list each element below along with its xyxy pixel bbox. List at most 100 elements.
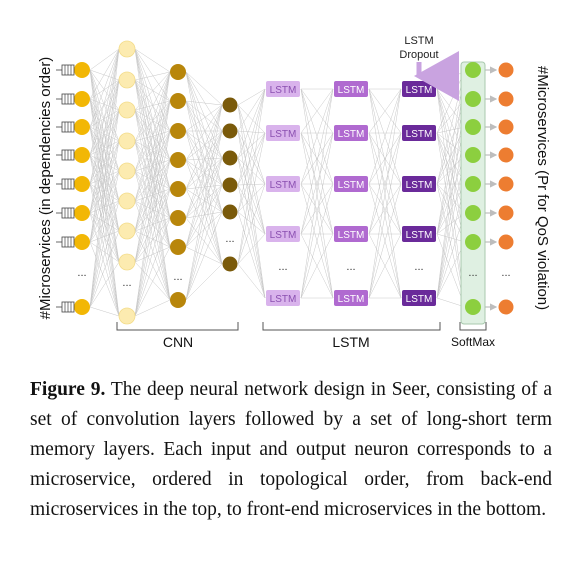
lstm-cell: LSTM <box>402 226 436 242</box>
softmax-node <box>465 176 481 192</box>
edge <box>368 132 402 299</box>
edge <box>89 170 120 243</box>
edge <box>134 71 171 172</box>
ellipsis-lstm-3: ... <box>414 261 423 273</box>
edge <box>134 159 171 263</box>
edge <box>89 69 120 172</box>
lstm-cell-label: LSTM <box>406 294 433 305</box>
edge <box>89 241 120 263</box>
edge <box>89 98 120 172</box>
edge <box>134 48 171 161</box>
edge <box>89 98 120 142</box>
ellipsis-softmax: ... <box>468 267 477 279</box>
edge <box>134 71 171 111</box>
edge <box>368 233 402 299</box>
edge <box>300 132 334 235</box>
edge <box>134 71 171 317</box>
edge <box>300 233 334 299</box>
edge <box>185 71 223 186</box>
edge <box>185 188 223 265</box>
edge <box>237 263 266 299</box>
lstm-cell-label: LSTM <box>338 129 365 140</box>
edge <box>89 140 120 308</box>
softmax-group-label: SoftMax <box>451 335 495 349</box>
edge <box>89 241 120 317</box>
edge <box>134 170 171 301</box>
lstm-cell: LSTM <box>334 176 368 192</box>
edge <box>185 159 223 265</box>
connector-icon <box>56 149 75 161</box>
ellipsis-input: ... <box>77 267 86 279</box>
edge <box>436 154 466 235</box>
edge <box>237 88 266 265</box>
edge <box>436 297 466 308</box>
edge <box>436 212 466 235</box>
edge <box>300 183 334 235</box>
edge <box>89 140 120 185</box>
edge <box>436 241 466 299</box>
lstm-cell: LSTM <box>334 125 368 141</box>
edge <box>89 140 120 243</box>
edge <box>300 88 334 134</box>
edge <box>300 132 334 185</box>
edge <box>436 183 466 299</box>
connector-icon <box>56 301 75 313</box>
edge <box>436 183 466 235</box>
edge <box>89 126 120 142</box>
edge <box>300 88 334 235</box>
edge <box>237 132 266 265</box>
edge <box>436 154 466 299</box>
edge <box>436 212 466 299</box>
lstm-cell-label: LSTM <box>270 129 297 140</box>
lstm-cell: LSTM <box>402 81 436 97</box>
edge <box>134 79 171 190</box>
edge <box>436 98 466 185</box>
edge <box>89 48 120 128</box>
edge <box>89 79 120 243</box>
edge <box>185 130 223 219</box>
edge <box>134 109 171 248</box>
edge <box>134 188 171 317</box>
lstm-cell-label: LSTM <box>406 129 433 140</box>
edge <box>185 104 223 132</box>
edge <box>185 157 223 190</box>
edge <box>89 69 120 142</box>
cnn-node <box>170 152 186 168</box>
edge <box>185 130 223 248</box>
left-axis-label: #Microservices (in dependencies order) <box>37 57 54 320</box>
input-node <box>74 176 90 192</box>
edge <box>89 200 120 308</box>
softmax-node <box>465 234 481 250</box>
output-node <box>498 176 514 192</box>
edge <box>185 130 223 159</box>
network-diagram: LSTM LSTM LSTM LSTM LSTM LSTM LSTM LSTM LSTM LSTM… <box>37 35 551 350</box>
edge <box>185 130 223 265</box>
ellipsis-lstm-2: ... <box>346 261 355 273</box>
edge <box>185 104 223 248</box>
cnn-node <box>170 93 186 109</box>
edge <box>436 69 466 299</box>
lstm-cell: LSTM <box>402 125 436 141</box>
lstm-cell-label: LSTM <box>406 180 433 191</box>
edge <box>237 211 266 235</box>
edge <box>89 212 120 263</box>
softmax-node <box>465 205 481 221</box>
lstm-group-label: LSTM <box>332 334 369 350</box>
edge <box>300 132 334 299</box>
edge <box>89 48 120 308</box>
lstm-cell: LSTM <box>266 81 300 97</box>
edge <box>368 132 402 235</box>
edge <box>300 183 334 299</box>
input-node <box>74 119 90 135</box>
edge <box>134 71 171 202</box>
right-axis-label: #Microservices (Pr for QoS violation) <box>534 66 551 310</box>
lstm-cell-label: LSTM <box>338 85 365 96</box>
edge <box>300 88 334 299</box>
edge <box>185 71 223 132</box>
connector-icon <box>56 121 75 133</box>
edge <box>237 104 266 235</box>
output-node <box>498 147 514 163</box>
edge <box>89 48 120 243</box>
softmax-node <box>465 299 481 315</box>
edge <box>185 100 223 265</box>
